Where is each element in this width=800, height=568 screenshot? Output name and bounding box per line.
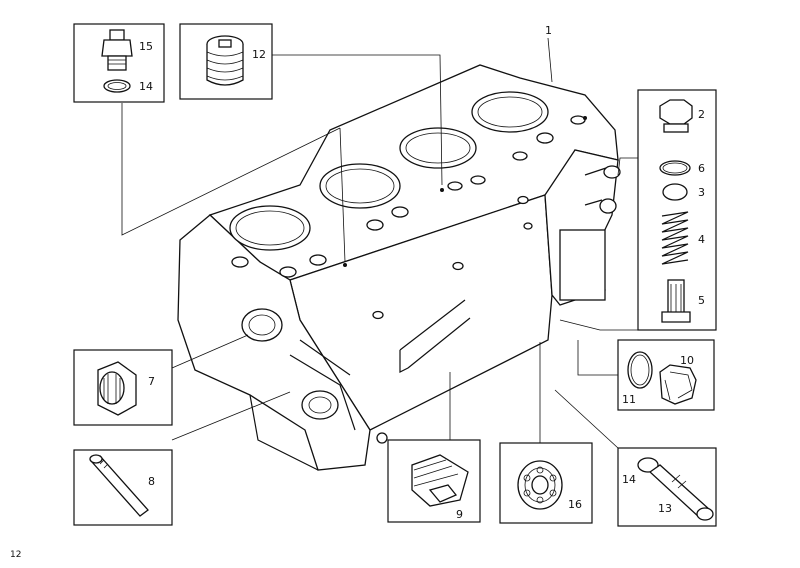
callout-3: 3 (698, 186, 705, 199)
callout-11: 11 (622, 393, 636, 406)
oring-icon (659, 160, 691, 176)
seal-ring-icon (627, 351, 653, 389)
callout-2: 2 (698, 108, 705, 121)
callout-5: 5 (698, 294, 705, 307)
callout-14-nipple: 14 (139, 80, 153, 93)
box-bearing: 16 (499, 442, 593, 524)
callout-7: 7 (148, 375, 155, 388)
box-plug-threaded: 12 (179, 23, 273, 100)
headed-pin-icon (637, 457, 714, 521)
dowel-pin-icon (89, 454, 149, 517)
hex-bolt-icon (659, 99, 693, 133)
callout-16: 16 (568, 498, 582, 511)
box-dowel-pin: 8 (73, 449, 173, 526)
hex-plug-icon (659, 364, 697, 405)
flange-plug-icon (97, 361, 137, 416)
box-pump-parts: 2 6 3 4 5 (637, 89, 717, 331)
callout-14-pin: 14 (622, 473, 636, 486)
bearing-icon (517, 460, 563, 510)
box-plug-hex: 10 11 (617, 339, 715, 411)
nipple-icon (101, 29, 133, 93)
callout-13: 13 (658, 502, 672, 515)
callout-9: 9 (456, 508, 463, 521)
callout-12: 12 (252, 48, 266, 61)
engine-block (177, 64, 621, 471)
long-bolt-icon (661, 279, 691, 323)
washer-icon (662, 183, 688, 201)
spring-icon (661, 211, 689, 265)
threaded-plug-icon (206, 35, 244, 86)
box-plug-flange: 7 (73, 349, 173, 426)
callout-10: 10 (680, 354, 694, 367)
callout-8: 8 (148, 475, 155, 488)
box-nipple: 15 14 (73, 23, 165, 103)
callout-1: 1 (545, 24, 552, 37)
page-number: 12 (10, 550, 22, 560)
callout-4: 4 (698, 233, 705, 246)
callout-6: 6 (698, 162, 705, 175)
callout-15: 15 (139, 40, 153, 53)
socket-plug-icon (411, 454, 469, 507)
box-headed-pin: 14 13 (617, 447, 717, 527)
box-plug-socket: 9 (387, 439, 481, 523)
